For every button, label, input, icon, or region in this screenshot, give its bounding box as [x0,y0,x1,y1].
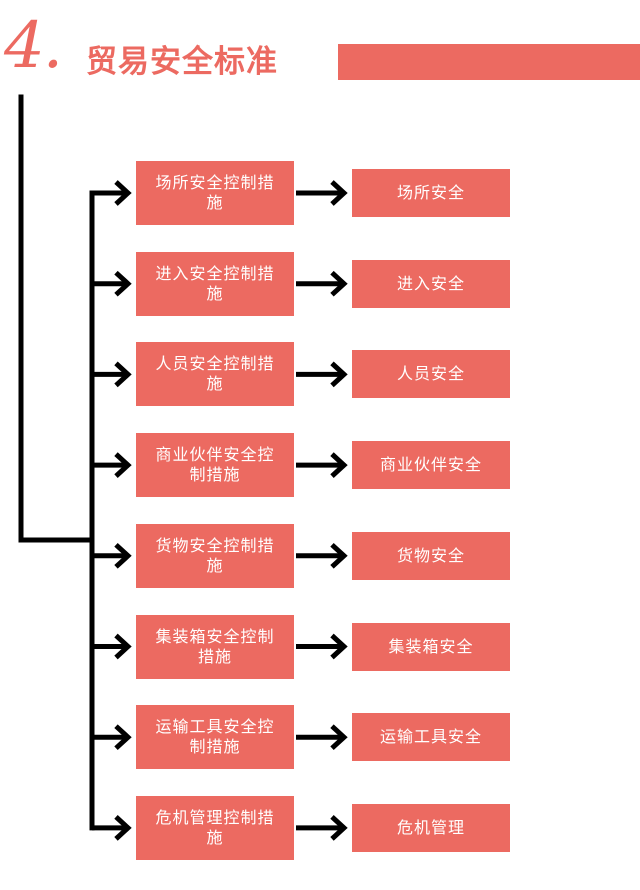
section-number: 4. [4,9,63,83]
measure-box: 进入安全控制措施 [136,251,294,316]
measure-box: 场所安全控制措施 [136,161,294,225]
measure-box: 货物安全控制措施 [136,523,294,588]
measure-box: 运输工具安全控制措施 [136,705,294,770]
result-arrow [296,452,348,478]
measure-box: 集装箱安全控制措施 [136,614,294,679]
branch-arrow [92,633,132,660]
branch-arrow [92,180,132,206]
result-arrow [296,815,348,841]
result-box: 货物安全 [352,531,510,580]
branch-arrow [92,270,132,297]
result-box: 商业伙伴安全 [352,441,510,490]
title-accent-bar [338,44,640,80]
result-arrow [296,361,348,388]
result-box: 集装箱安全 [352,622,510,671]
measure-box: 人员安全控制措施 [136,342,294,407]
result-arrow [296,724,348,751]
branch-arrow [92,361,132,388]
result-box: 进入安全 [352,259,510,308]
result-arrow [296,270,348,297]
branch-arrow [92,724,132,751]
result-arrow [296,542,348,569]
section-title: 贸易安全标准 [86,44,278,80]
result-arrow [296,633,348,660]
result-box: 危机管理 [352,803,510,852]
result-box: 人员安全 [352,350,510,399]
branch-arrow [92,452,132,478]
branch-arrow [92,815,132,841]
measure-box: 商业伙伴安全控制措施 [136,433,294,498]
result-box: 场所安全 [352,169,510,217]
measure-box: 危机管理控制措施 [136,795,294,860]
result-arrow [296,180,348,206]
branch-arrow [92,542,132,569]
result-box: 运输工具安全 [352,713,510,762]
